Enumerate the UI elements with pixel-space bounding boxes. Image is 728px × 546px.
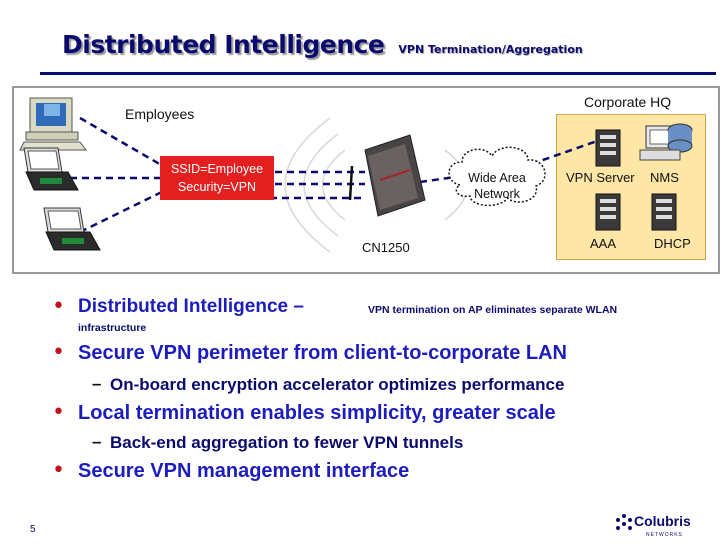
- desktop-computer-icon: [19, 97, 87, 151]
- wan-line-2: Network: [474, 187, 520, 201]
- title-main: Distributed Intelligence: [62, 30, 385, 59]
- bullet-1-detail-2: infrastructure: [78, 322, 147, 334]
- slide-title: Distributed Intelligence VPN Termination/…: [62, 30, 583, 59]
- page-number: 5: [30, 524, 36, 535]
- ap-model-label: CN1250: [362, 240, 410, 255]
- bullet-dot: •: [52, 294, 65, 319]
- network-diagram: [19, 97, 693, 253]
- bullet-2: Secure VPN perimeter from client-to-corp…: [78, 342, 567, 364]
- dhcp-label: DHCP: [654, 236, 691, 251]
- logo-text: Colubris: [634, 513, 691, 529]
- title-rule: [40, 72, 716, 75]
- bullet-dot: •: [52, 458, 65, 483]
- corporate-hq-label: Corporate HQ: [584, 94, 672, 110]
- laptop-icon: [43, 207, 101, 251]
- sub-bullet-dash: –: [92, 432, 102, 451]
- bullet-dot: •: [52, 340, 65, 365]
- title-subtitle: VPN Termination/Aggregation: [398, 43, 583, 56]
- aaa-label: AAA: [590, 236, 617, 251]
- wan-cloud-icon: [448, 146, 546, 207]
- colubris-logo: Colubris NETWORKS: [610, 508, 710, 545]
- security-line: Security=VPN: [177, 180, 257, 194]
- ssid-line: SSID=Employee: [170, 162, 264, 176]
- bullet-3: Local termination enables simplicity, gr…: [78, 402, 556, 424]
- bullet-3-sub: Back-end aggregation to fewer VPN tunnel…: [110, 433, 464, 452]
- sub-bullet-dash: –: [92, 374, 102, 393]
- dhcp-server-icon: [651, 193, 677, 231]
- bullet-4: Secure VPN management interface: [78, 460, 410, 482]
- access-point-icon: [348, 134, 426, 217]
- wan-line-1: Wide Area: [468, 171, 526, 185]
- nms-label: NMS: [650, 170, 679, 185]
- bullet-1-detail: VPN termination on AP eliminates separat…: [368, 304, 618, 316]
- wan-label: Wide Area Network: [452, 170, 542, 202]
- bullet-1-main: Distributed Intelligence –: [78, 296, 304, 317]
- colubris-logo-mark: Colubris NETWORKS: [616, 513, 691, 538]
- logo-tagline: NETWORKS: [646, 532, 683, 538]
- radio-waves: [284, 117, 469, 253]
- nms-server-icon: [639, 123, 693, 161]
- vpn-server-label: VPN Server: [566, 170, 635, 185]
- aaa-server-icon: [595, 193, 621, 231]
- vpn-server-icon: [595, 129, 621, 167]
- laptop-icon: [23, 147, 79, 191]
- ssid-box: SSID=Employee Security=VPN: [160, 156, 274, 200]
- bullet-dot: •: [52, 400, 65, 425]
- bullet-2-sub: On-board encryption accelerator optimize…: [110, 375, 565, 394]
- employees-label: Employees: [125, 106, 195, 122]
